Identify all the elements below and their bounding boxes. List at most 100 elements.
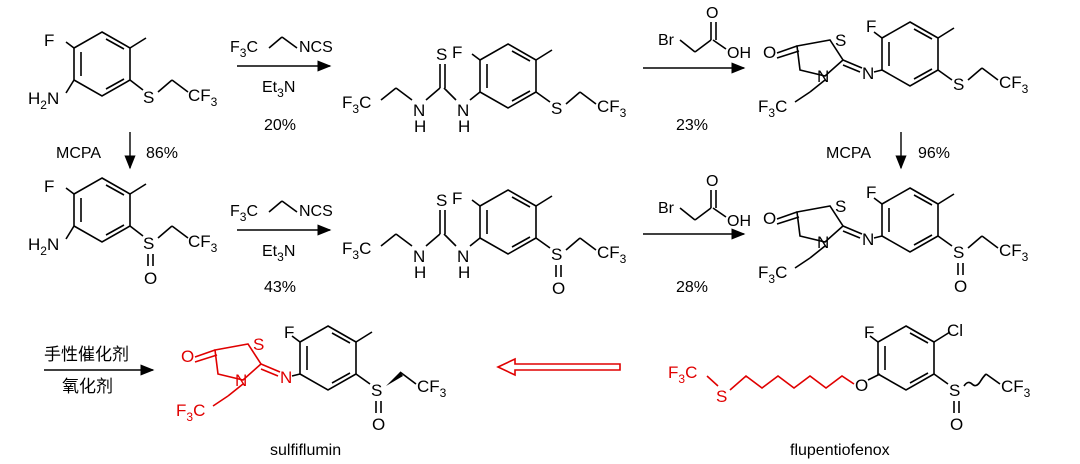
- svg-text:N: N: [235, 371, 247, 390]
- svg-text:F: F: [452, 43, 462, 62]
- svg-text:O: O: [144, 269, 157, 288]
- svg-text:NCS: NCS: [299, 203, 333, 220]
- derivation-arrow: [496, 357, 621, 377]
- svg-text:F3C: F3C: [668, 363, 697, 386]
- yield-step2-top: 23%: [676, 117, 708, 134]
- svg-text:H: H: [458, 117, 470, 136]
- reaction-arrow-2: Br O OH 23%: [643, 5, 751, 134]
- svg-text:CF3: CF3: [597, 243, 627, 266]
- compound-thiourea-sulfoxide: F F3C N H S N H S O CF3: [342, 189, 627, 298]
- svg-text:O: O: [954, 277, 967, 296]
- svg-text:Cl: Cl: [947, 321, 963, 340]
- reaction-arrow-4: Br O OH 28%: [643, 173, 751, 296]
- svg-text:N: N: [862, 64, 874, 83]
- svg-text:NCS: NCS: [299, 39, 333, 56]
- svg-text:OH: OH: [727, 213, 751, 230]
- svg-text:CF3: CF3: [597, 97, 627, 120]
- svg-text:S: S: [835, 197, 846, 216]
- compound-sulfiflumin: O S N N F3C F S O CF3 sulfiflumin: [176, 323, 447, 459]
- svg-text:S: S: [371, 381, 382, 400]
- compound-flupentiofenox: F3C S O F Cl S O CF3 flupentiofenox: [668, 321, 1031, 459]
- svg-text:F3C: F3C: [176, 401, 205, 424]
- atom-f: F: [44, 31, 54, 50]
- svg-text:N: N: [862, 230, 874, 249]
- svg-text:H2N: H2N: [28, 235, 59, 258]
- svg-text:S: S: [716, 387, 727, 406]
- atom-s: S: [143, 88, 154, 107]
- yield-step1-bottom: 43%: [264, 279, 296, 296]
- svg-text:Br: Br: [658, 32, 675, 49]
- catalyst-label: 手性催化剂: [44, 345, 129, 365]
- svg-text:S: S: [953, 243, 964, 262]
- svg-text:N: N: [413, 101, 425, 120]
- oxidation-arrow-left: MCPA 86%: [56, 132, 178, 170]
- svg-text:N: N: [457, 247, 469, 266]
- svg-text:S: S: [949, 381, 960, 400]
- svg-text:H: H: [458, 263, 470, 282]
- svg-text:O: O: [706, 173, 718, 190]
- svg-text:MCPA: MCPA: [56, 145, 101, 162]
- svg-text:N: N: [413, 247, 425, 266]
- svg-text:S: S: [953, 75, 964, 94]
- oxidation-arrow-right: MCPA 96%: [826, 132, 950, 170]
- svg-text:Br: Br: [658, 200, 675, 217]
- svg-text:F3C: F3C: [230, 39, 258, 60]
- svg-text:S: S: [143, 234, 154, 253]
- svg-text:O: O: [552, 279, 565, 298]
- reaction-arrow-1: F3C NCS Et3N 20%: [230, 36, 333, 134]
- svg-text:N: N: [457, 101, 469, 120]
- svg-text:CF3: CF3: [999, 241, 1029, 264]
- svg-text:O: O: [181, 347, 194, 366]
- svg-text:O: O: [372, 415, 385, 434]
- svg-text:F3C: F3C: [230, 203, 258, 224]
- svg-text:CF3: CF3: [417, 377, 447, 400]
- yield-oxidation-left: 86%: [146, 145, 178, 162]
- svg-text:O: O: [763, 209, 776, 228]
- svg-text:F3C: F3C: [758, 97, 787, 120]
- svg-text:N: N: [817, 67, 829, 86]
- yield-step2-bottom: 28%: [676, 279, 708, 296]
- svg-text:Et3N: Et3N: [262, 79, 295, 100]
- svg-text:N: N: [817, 233, 829, 252]
- compound-thiourea-sulfide: F F3C N H S N H S CF3: [342, 43, 627, 136]
- svg-text:F: F: [44, 177, 54, 196]
- svg-text:N: N: [280, 368, 292, 387]
- svg-text:O: O: [950, 415, 963, 434]
- svg-text:H2N: H2N: [28, 89, 59, 112]
- svg-text:Et3N: Et3N: [262, 243, 295, 264]
- svg-text:O: O: [706, 5, 718, 22]
- svg-text:CF3: CF3: [1001, 377, 1031, 400]
- svg-text:S: S: [436, 191, 447, 210]
- oxidant-label: 氧化剂: [62, 377, 113, 397]
- svg-text:F3C: F3C: [342, 239, 371, 262]
- svg-text:F: F: [866, 183, 876, 202]
- svg-text:S: S: [551, 99, 562, 118]
- yield-oxidation-right: 96%: [918, 145, 950, 162]
- compound-aniline-sulfide: F H2N S CF3: [28, 31, 218, 112]
- svg-text:S: S: [551, 245, 562, 264]
- svg-text:F: F: [866, 17, 876, 36]
- svg-text:CF3: CF3: [188, 86, 218, 109]
- svg-text:S: S: [835, 31, 846, 50]
- svg-text:F: F: [284, 323, 294, 342]
- svg-text:O: O: [763, 43, 776, 62]
- svg-text:MCPA: MCPA: [826, 145, 871, 162]
- svg-text:CF3: CF3: [188, 232, 218, 255]
- svg-text:CF3: CF3: [999, 73, 1029, 96]
- compound-aniline-sulfoxide: F H2N S O CF3: [28, 177, 218, 288]
- compound-thiazolidinone-sulfide: O S N N F3C F S CF3: [758, 17, 1029, 120]
- svg-text:F: F: [864, 323, 874, 342]
- svg-text:OH: OH: [727, 45, 751, 62]
- svg-text:F3C: F3C: [758, 263, 787, 286]
- svg-text:F3C: F3C: [342, 93, 371, 116]
- yield-step1-top: 20%: [264, 117, 296, 134]
- svg-text:S: S: [253, 335, 264, 354]
- flupentiofenox-name: flupentiofenox: [790, 442, 890, 459]
- svg-text:O: O: [855, 376, 868, 395]
- svg-text:H: H: [414, 263, 426, 282]
- reaction-arrow-chiral: 手性催化剂 氧化剂: [44, 345, 155, 397]
- svg-text:F: F: [452, 189, 462, 208]
- sulfiflumin-name: sulfiflumin: [270, 442, 341, 459]
- compound-thiazolidinone-sulfoxide: O S N N F3C F S O CF3: [758, 183, 1029, 296]
